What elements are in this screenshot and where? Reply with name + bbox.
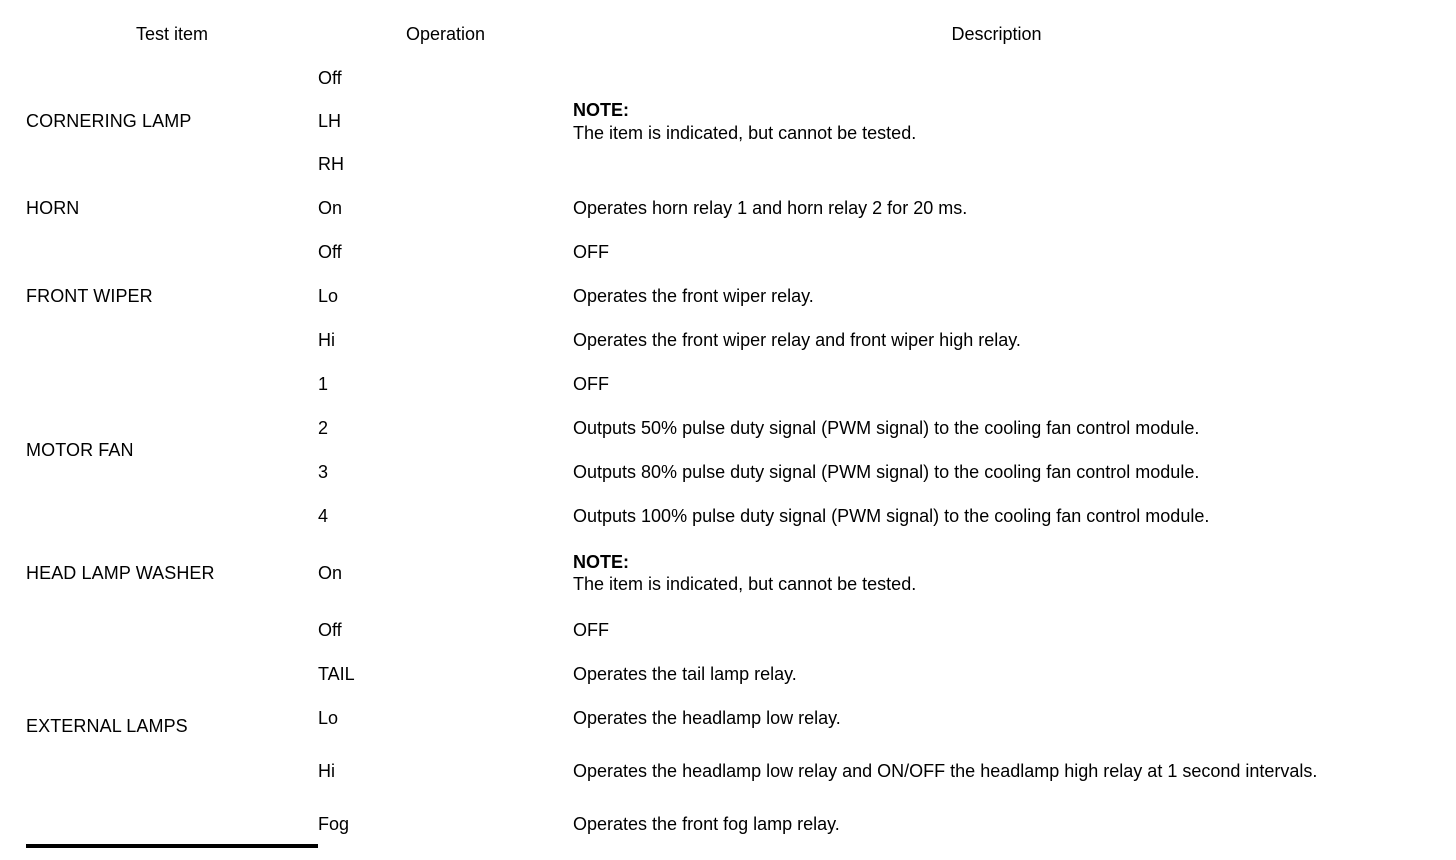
- operation-label: RH: [318, 154, 344, 175]
- description-text: Operates the headlamp low relay and ON/O…: [573, 760, 1318, 781]
- description-note-cell: NOTE: The item is indicated, but cannot …: [573, 57, 1420, 186]
- description-text: OFF: [573, 241, 609, 262]
- table-row: Fog Operates the front fog lamp relay.: [26, 802, 1420, 846]
- operation-label: On: [318, 562, 343, 583]
- operation-label: 4: [318, 505, 329, 526]
- description-note-cell: NOTE: The item is indicated, but cannot …: [573, 538, 1420, 608]
- operation-label: Hi: [318, 329, 335, 350]
- operation-label: 3: [318, 461, 329, 482]
- test-item-label: HEAD LAMP WASHER: [26, 562, 215, 583]
- description-text: Operates horn relay 1 and horn relay 2 f…: [573, 197, 968, 218]
- description-text: OFF: [573, 619, 609, 640]
- table-row: MOTOR FAN 1 OFF: [26, 362, 1420, 460]
- header-description: Description: [951, 24, 1042, 45]
- table-row: HORN On Operates horn relay 1 and horn r…: [26, 186, 1420, 230]
- table-row: 2 Outputs 50% pulse duty signal (PWM sig…: [26, 406, 1420, 450]
- operation-label: Lo: [318, 285, 339, 306]
- table-row: HEAD LAMP WASHER On NOTE: The item is in…: [26, 538, 1420, 608]
- table-row: EXTERNAL LAMPS Off OFF: [26, 608, 1420, 848]
- description-text: Operates the front fog lamp relay.: [573, 813, 840, 834]
- operation-label: On: [318, 197, 343, 218]
- operation-label: Off: [318, 241, 342, 262]
- table-row: FRONT WIPER Off OFF: [26, 230, 1420, 306]
- table-row: TAIL Operates the tail lamp relay.: [26, 652, 1420, 696]
- description-text: Outputs 50% pulse duty signal (PWM signa…: [573, 417, 1200, 438]
- test-item-label: HORN: [26, 197, 80, 218]
- spec-table-wrapper: Test item Operation Description CORNERIN…: [26, 12, 1420, 848]
- header-operation: Operation: [405, 24, 486, 45]
- table-body: CORNERING LAMP Off NOTE: The item is ind…: [26, 57, 1420, 848]
- operation-label: Hi: [318, 760, 335, 781]
- description-text: Operates the headlamp low relay.: [573, 707, 841, 728]
- table-row: Lo Operates the front wiper relay.: [26, 274, 1420, 318]
- description-text: OFF: [573, 373, 609, 394]
- test-item-label: MOTOR FAN: [26, 439, 134, 460]
- description-text: Operates the front wiper relay.: [573, 285, 814, 306]
- description-text: Operates the tail lamp relay.: [573, 663, 797, 684]
- table-row: Hi Operates the headlamp low relay and O…: [26, 740, 1420, 802]
- description-text: Outputs 100% pulse duty signal (PWM sign…: [573, 505, 1210, 526]
- table-header: Test item Operation Description: [26, 12, 1420, 57]
- test-item-label: EXTERNAL LAMPS: [26, 608, 318, 848]
- description-text: Outputs 80% pulse duty signal (PWM signa…: [573, 461, 1200, 482]
- table-row: 3 Outputs 80% pulse duty signal (PWM sig…: [26, 450, 1420, 494]
- operation-label: LH: [318, 111, 342, 132]
- header-row: Test item Operation Description: [26, 12, 1420, 57]
- note-body: The item is indicated, but cannot be tes…: [573, 122, 917, 143]
- table-row: Lo Operates the headlamp low relay.: [26, 696, 1420, 740]
- operation-label: 2: [318, 417, 329, 438]
- description-text: Operates the front wiper relay and front…: [573, 329, 1021, 350]
- table-row: Hi Operates the front wiper relay and fr…: [26, 318, 1420, 362]
- note-label: NOTE:: [573, 551, 629, 572]
- operation-label: Off: [318, 619, 342, 640]
- active-test-item-table: Test item Operation Description CORNERIN…: [26, 12, 1420, 848]
- operation-label: Lo: [318, 707, 339, 728]
- operation-label: 1: [318, 373, 329, 394]
- table-row: CORNERING LAMP Off NOTE: The item is ind…: [26, 57, 1420, 142]
- note-body: The item is indicated, but cannot be tes…: [573, 574, 917, 594]
- table-row: 4 Outputs 100% pulse duty signal (PWM si…: [26, 494, 1420, 538]
- operation-label: Fog: [318, 813, 350, 834]
- note-label: NOTE:: [573, 100, 629, 121]
- test-item-label: CORNERING LAMP: [26, 111, 192, 132]
- operation-label: TAIL: [318, 663, 355, 684]
- operation-label: Off: [318, 68, 342, 89]
- table-row: LH: [26, 100, 1420, 143]
- table-row: RH: [26, 143, 1420, 186]
- header-test-item: Test item: [135, 24, 209, 45]
- test-item-label: FRONT WIPER: [26, 285, 153, 306]
